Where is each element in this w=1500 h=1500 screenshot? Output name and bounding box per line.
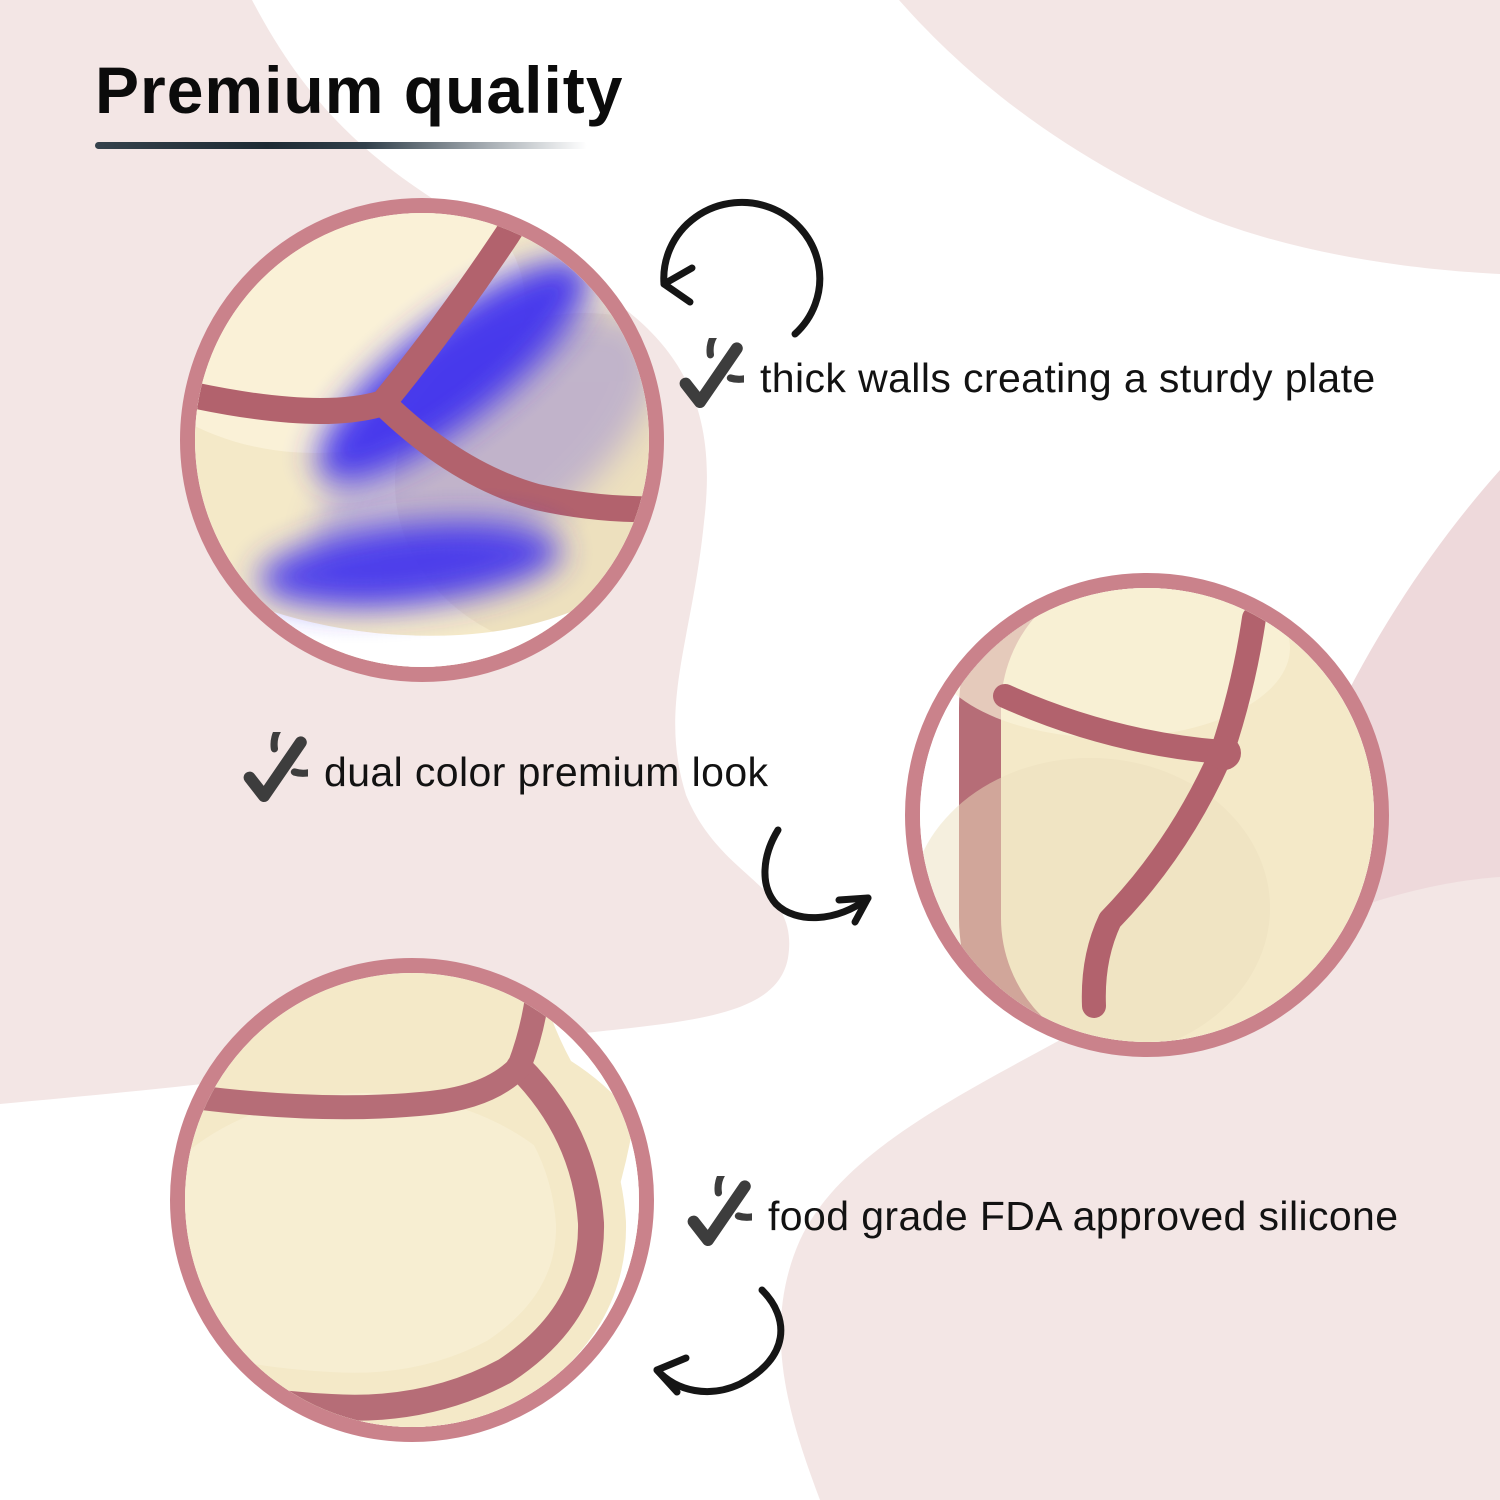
feature-label: thick walls creating a sturdy plate: [760, 354, 1376, 401]
blob-bottom-right: [780, 877, 1500, 1500]
feature-row-dual-color: dual color premium look: [228, 732, 768, 812]
page-title: Premium quality: [95, 53, 624, 127]
photo-plate-top-view: [905, 573, 1389, 1057]
plate-wall-closeup-art: [195, 213, 649, 667]
check-circle-icon: [687, 1176, 752, 1246]
blob-top-right: [899, 0, 1500, 274]
plate-top-view-art: [920, 588, 1374, 1042]
curved-arrow-icon: [761, 826, 872, 926]
check-circle-icon: [679, 338, 744, 408]
feature-label: food grade FDA approved silicone: [768, 1192, 1399, 1239]
blue-reflection-bottom: [258, 522, 562, 608]
feature-row-food-grade: food grade FDA approved silicone: [672, 1176, 1398, 1256]
curved-arrow-icon: [660, 199, 824, 338]
divider-junction: [1207, 736, 1241, 770]
photo-plate-wall-closeup: [180, 198, 664, 682]
plate-divider-walls: [195, 213, 649, 523]
feature-row-thick-walls: thick walls creating a sturdy plate: [664, 338, 1376, 418]
feature-label: dual color premium look: [324, 748, 769, 795]
title-underline: [95, 142, 587, 149]
check-circle-icon: [243, 732, 308, 802]
plate-rim-closeup-art: [185, 973, 639, 1427]
blue-reflection-top: [317, 260, 589, 482]
photo-plate-rim-closeup: [170, 958, 654, 1442]
curved-arrow-icon: [653, 1286, 785, 1396]
